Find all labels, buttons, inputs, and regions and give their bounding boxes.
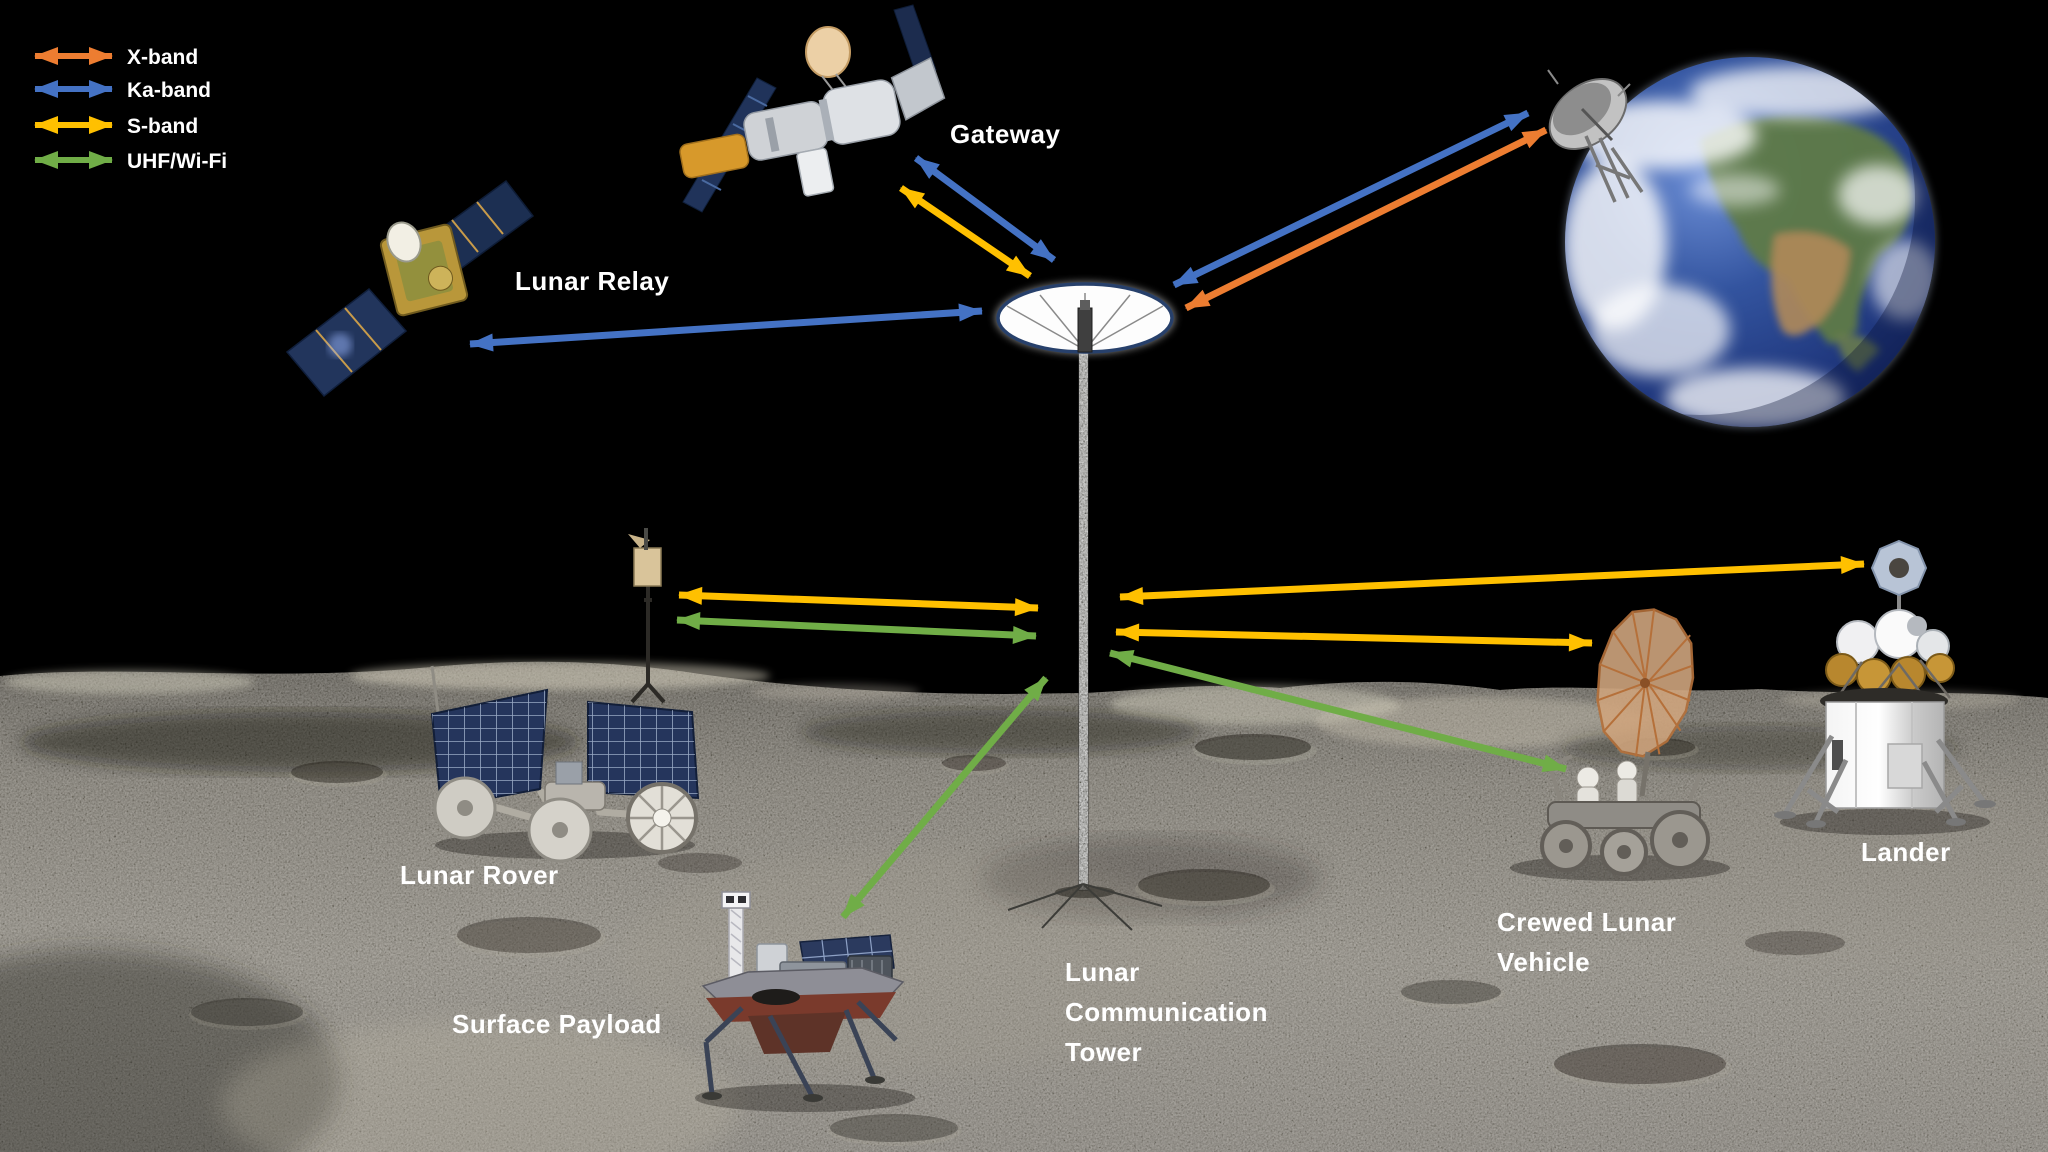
gateway-dish [805,26,851,78]
craters [189,734,1845,1146]
lunar-lander [1774,539,1996,835]
surface-payload-label: Surface Payload [452,1009,662,1039]
link-payload-tower-uhf [840,675,1049,920]
gateway-spacecraft [679,4,946,213]
lander-legs [1783,734,1987,824]
link-lander-tower-s [1119,556,1865,605]
rover-antenna-mast [628,528,666,704]
lunar-rover [430,665,700,863]
crewed-vehicle-label-line2: Vehicle [1497,947,1590,977]
lander-antenna-disc [1870,539,1928,632]
labels: Gateway Lunar Relay Lunar Rover Surface … [400,119,1951,1067]
crewed-lunar-vehicle [1510,608,1730,881]
surface-payload [695,891,915,1112]
relay-dish [386,221,422,263]
lunar-surface [0,661,2048,1152]
lander-label: Lander [1861,837,1951,867]
lunar-relay-satellite [285,179,535,398]
link-clv-tower-s [1115,623,1593,652]
legend-xband-label: X-band [127,46,198,69]
legend-uhf-label: UHF/Wi-Fi [127,150,227,173]
lunar-rover-label: Lunar Rover [400,860,559,890]
lunar-relay-label: Lunar Relay [515,266,669,296]
clv-mesh-dish [1596,608,1695,758]
crewed-vehicle-label-line1: Crewed Lunar [1497,907,1676,937]
earth-ground-station-dish [1547,69,1644,203]
links [469,109,1865,920]
lander-body [1825,701,1945,809]
tower-label-line3: Tower [1065,1037,1142,1067]
link-gateway-tower-s [899,185,1032,279]
link-clv-tower-uhf [1109,649,1567,773]
tower-feed [1077,307,1093,353]
rover-wheel-spoked [626,782,698,854]
link-rover-tower-uhf [676,612,1037,644]
tower-label-line2: Communication [1065,997,1268,1027]
legend: X-band Ka-band S-band UHF/Wi-Fi [34,46,227,173]
gateway-label: Gateway [950,119,1060,149]
link-earth-tower-x [1184,126,1548,312]
gateway-power-module [679,133,750,179]
tower-label-line1: Lunar [1065,957,1140,987]
legend-sband-label: S-band [127,115,198,138]
legend-kaband-label: Ka-band [127,79,211,102]
link-relay-tower-ka [469,303,983,352]
link-rover-tower-s [678,586,1039,617]
